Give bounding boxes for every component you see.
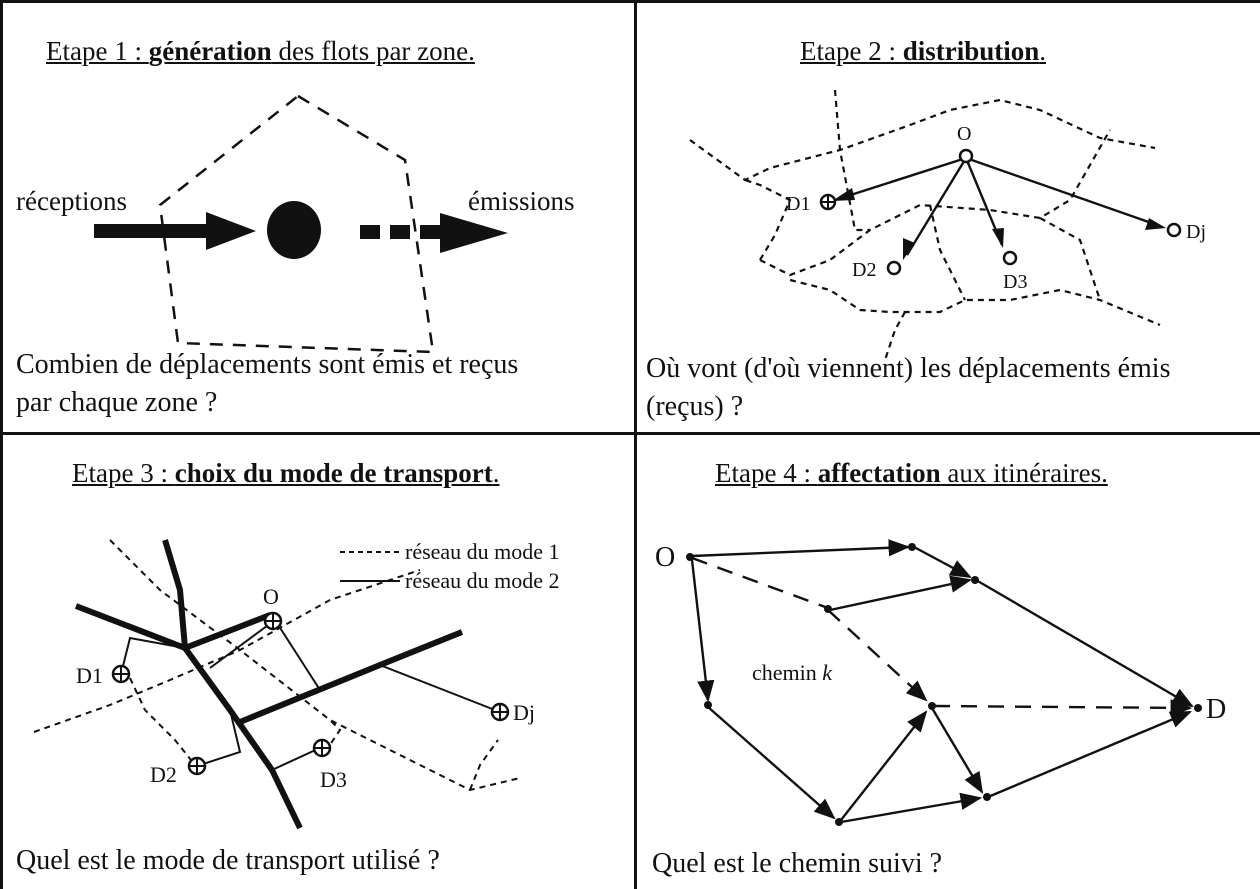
table-divider-horizontal (0, 432, 1260, 435)
legend-mode2-label: réseau du mode 2 (405, 568, 560, 593)
table-border-top (0, 0, 1260, 3)
step2-question: Où vont (d'où viennent) les déplacements… (646, 353, 1171, 422)
arrowhead-d2 (903, 238, 915, 260)
label-d3: D3 (320, 767, 347, 792)
label-dj: Dj (1186, 221, 1206, 243)
step4-diagram: O D chemin k (655, 539, 1226, 826)
node-d3 (1002, 250, 1018, 266)
arrowhead-d3 (992, 228, 1004, 248)
label-d1: D1 (76, 663, 103, 688)
route-links (690, 539, 1194, 824)
access-links (120, 619, 501, 771)
step4-nodes (686, 543, 1202, 826)
table-border-left (0, 0, 3, 889)
receptions-arrow-shaft (94, 224, 214, 238)
label-origin: O (655, 542, 675, 573)
arrowhead-d1 (832, 188, 855, 201)
legend-mode1-label: réseau du mode 1 (405, 539, 560, 564)
step4-title: Etape 4 : affectation aux itinéraires. (715, 458, 1108, 488)
step3-title: Etape 3 : choix du mode de transport. (72, 458, 500, 488)
step1-title: Etape 1 : génération des flots par zone. (46, 36, 475, 66)
mode1-network (33, 539, 521, 792)
emissions-arrow-head (440, 213, 508, 253)
step4-question: Quel est le chemin suivi ? (652, 848, 943, 879)
step1-question: Combien de déplacements sont émis et reç… (16, 349, 519, 418)
receptions-arrow-head (206, 212, 256, 250)
label-d1: D1 (786, 193, 810, 215)
zone-network (689, 89, 1161, 361)
step1-diagram: réceptions émissions (16, 94, 575, 354)
node-origin (958, 148, 974, 164)
node-d2 (886, 260, 902, 276)
arrowhead-dj (1145, 218, 1166, 230)
label-origin: O (957, 123, 971, 145)
step3-question: Quel est le mode de transport utilisé ? (16, 845, 440, 876)
zone-boundary (158, 94, 435, 354)
node-dj (1166, 222, 1182, 238)
label-dj: Dj (513, 700, 535, 725)
label-d3: D3 (1003, 271, 1027, 293)
label-origin: O (263, 584, 279, 609)
receptions-label: réceptions (16, 186, 127, 216)
step2-title: Etape 2 : distribution. (800, 36, 1047, 66)
label-d2: D2 (852, 259, 876, 281)
label-d2: D2 (150, 762, 177, 787)
table-divider-vertical (634, 0, 637, 889)
step3-diagram: réseau du mode 1 réseau du mode 2 (33, 539, 560, 830)
path-k (691, 556, 1193, 717)
label-path: chemin k (752, 660, 833, 685)
label-dest: D (1206, 694, 1226, 725)
zone-centroid (267, 201, 321, 259)
emissions-label: émissions (468, 186, 575, 216)
step2-diagram: O D1 D2 D3 Dj (689, 89, 1206, 361)
flow-arrows (834, 156, 1161, 256)
